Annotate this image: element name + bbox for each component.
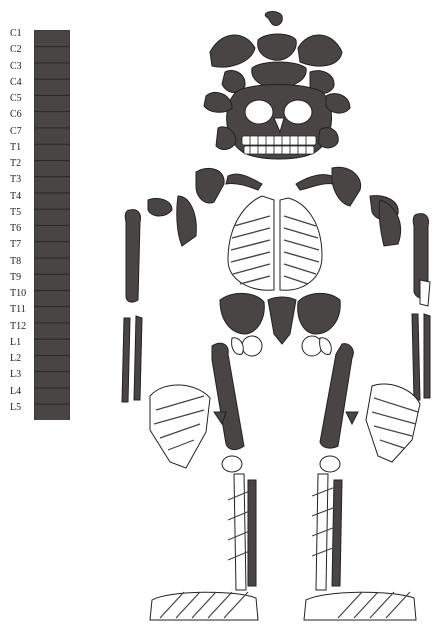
vertebra-label-t6: T6: [10, 223, 34, 235]
vertebra-cell-t3: [35, 177, 70, 193]
vertebra-label-l5: L5: [10, 402, 34, 414]
patella-right: [320, 456, 340, 472]
acetabulum-right: [302, 336, 322, 356]
vertebra-label-c7: C7: [10, 126, 34, 138]
vertebra-cell-l4: [35, 388, 70, 404]
clavicle-left: [226, 174, 262, 190]
pubis-right: [320, 338, 332, 355]
fibula-right: [332, 480, 342, 586]
humerus-distal-right-fragment: [420, 280, 430, 306]
vertebra-label-c2: C2: [10, 44, 34, 56]
vertebra-label-t7: T7: [10, 239, 34, 251]
femur-right: [320, 344, 353, 448]
vertebra-label-c6: C6: [10, 109, 34, 121]
vertebra-cell-c5: [35, 96, 70, 112]
frontal-center: [258, 34, 297, 60]
pubis-left: [232, 338, 244, 355]
mandible-right: [318, 128, 338, 148]
ulna-left: [134, 316, 142, 400]
acromion-left: [148, 198, 172, 216]
vertebra-label-c1: C1: [10, 28, 34, 40]
sacrum: [268, 297, 296, 344]
vertebra-cell-t8: [35, 258, 70, 274]
femur-left: [212, 343, 244, 449]
orbit-right: [284, 100, 312, 124]
vertebra-cell-c2: [35, 47, 70, 63]
frontal-bone: [265, 12, 282, 26]
scapula-right: [332, 167, 361, 206]
radius-left: [122, 318, 130, 402]
vertebra-label-l3: L3: [10, 369, 34, 381]
teeth-upper: [242, 136, 316, 145]
vertebra-cell-l3: [35, 372, 70, 388]
vertebra-label-t11: T11: [10, 304, 34, 316]
humerus-left: [125, 210, 140, 302]
fibula-left: [248, 480, 256, 586]
vertebra-cell-l5: [35, 404, 70, 420]
zygoma-left: [204, 92, 232, 112]
vertebra-cell-t4: [35, 193, 70, 209]
vertebra-label-c5: C5: [10, 93, 34, 105]
vertebra-cell-t6: [35, 226, 70, 242]
ulna-distal-right: [346, 412, 358, 424]
acetabulum-left: [242, 336, 262, 356]
vertebra-label-t5: T5: [10, 207, 34, 219]
vertebra-label-t4: T4: [10, 191, 34, 203]
tibia-left: [234, 474, 246, 590]
vertebra-cell-t10: [35, 291, 70, 307]
vertebra-label-c4: C4: [10, 77, 34, 89]
vertebra-label-c3: C3: [10, 61, 34, 73]
scapula-body-left: [177, 196, 197, 246]
teeth-lower: [244, 146, 314, 154]
vertebra-cell-l1: [35, 339, 70, 355]
zygoma-right: [326, 94, 350, 113]
vertebra-cell-c6: [35, 112, 70, 128]
vertebra-label-t8: T8: [10, 256, 34, 268]
vertebra-label-t2: T2: [10, 158, 34, 170]
vertebra-label-t3: T3: [10, 174, 34, 186]
radius-right: [412, 314, 420, 400]
vertebra-label-l2: L2: [10, 353, 34, 365]
ulna-right: [424, 314, 430, 398]
vertebra-cell-l2: [35, 356, 70, 372]
vertebra-cell-t9: [35, 274, 70, 290]
vertebra-label-t9: T9: [10, 272, 34, 284]
parietal-left: [210, 35, 255, 67]
vertebra-cell-t1: [35, 144, 70, 160]
vertebra-cell-t5: [35, 209, 70, 225]
foot-left: [150, 592, 258, 620]
vertebra-label-l1: L1: [10, 337, 34, 349]
scapula-left: [196, 168, 224, 203]
foot-right: [304, 592, 416, 620]
vertebra-cell-c1: [35, 31, 70, 47]
ilium-right: [298, 293, 341, 334]
parietal-right: [298, 35, 342, 66]
vertebra-label-l4: L4: [10, 386, 34, 398]
orbit-left: [245, 100, 273, 124]
vertebra-cell-c3: [35, 63, 70, 79]
vertebral-column-chart: [34, 30, 70, 420]
ilium-left: [220, 293, 264, 334]
vertebra-label-t10: T10: [10, 288, 34, 300]
clavicle-right: [296, 175, 334, 190]
vertebra-label-t1: T1: [10, 142, 34, 154]
vertebra-cell-t11: [35, 307, 70, 323]
vertebra-cell-c7: [35, 128, 70, 144]
vertebra-cell-t2: [35, 161, 70, 177]
vertebra-cell-c4: [35, 79, 70, 95]
vertebra-label-t12: T12: [10, 321, 34, 333]
patella-left: [222, 456, 242, 472]
vertebra-cell-t12: [35, 323, 70, 339]
skeleton-inventory-diagram: [90, 10, 440, 640]
vertebra-cell-t7: [35, 242, 70, 258]
